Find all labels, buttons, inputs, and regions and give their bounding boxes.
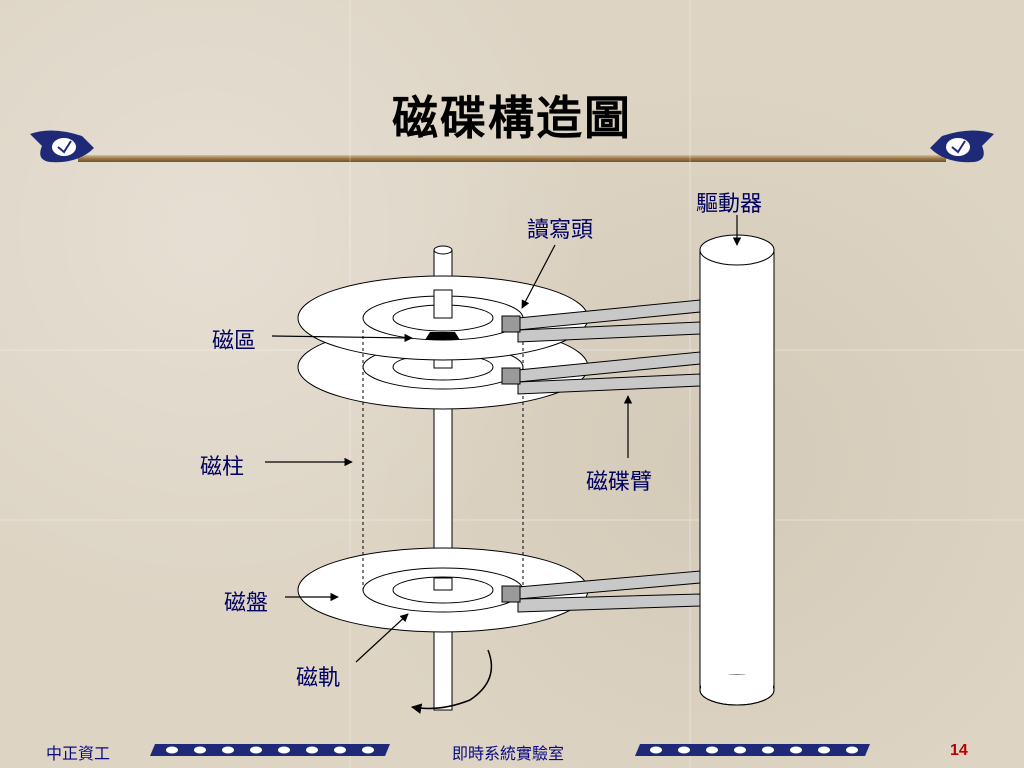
drive-cylinder (699, 234, 775, 706)
left-ornament-icon (30, 130, 94, 163)
right-ornament-icon (930, 130, 994, 163)
label-sector: 磁區 (212, 329, 257, 354)
rotation-arrow (410, 649, 493, 714)
read-write-heads (501, 315, 521, 603)
label-read-write-head: 讀寫頭 (527, 218, 594, 243)
label-track: 磁軌 (296, 666, 341, 691)
page-number: 14 (950, 742, 968, 759)
title-bar (78, 155, 946, 162)
label-drive: 驅動器 (696, 192, 763, 217)
label-disk-arm: 磁碟臂 (586, 470, 653, 495)
footer-left-text: 中正資工 (46, 744, 111, 763)
label-cylinder: 磁柱 (200, 455, 245, 480)
page-title: 磁碟構造圖 (392, 91, 632, 145)
footer-center-text: 即時系統實驗室 (452, 744, 565, 763)
bottom-platter (297, 547, 589, 633)
label-platter: 磁盤 (224, 591, 269, 616)
top-platter (297, 275, 589, 361)
disk-arms (517, 299, 701, 613)
label-pointers (265, 215, 742, 663)
sector-mark (425, 332, 460, 340)
